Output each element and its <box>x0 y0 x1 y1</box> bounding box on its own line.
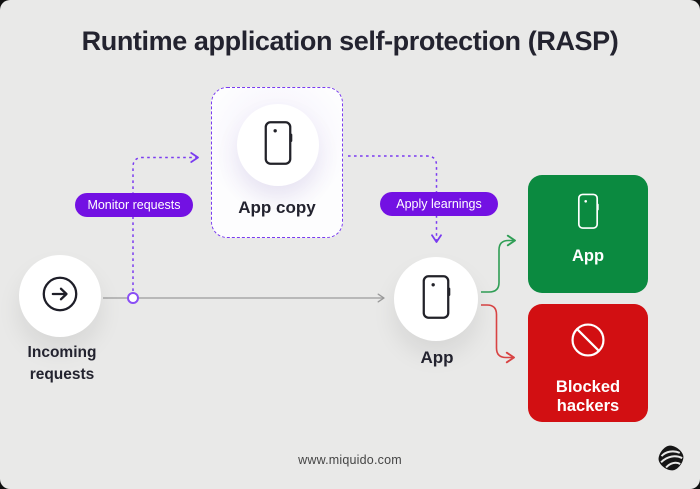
apply-learnings-badge: Apply learnings <box>380 192 498 216</box>
app-node-label: App <box>420 348 454 367</box>
protected-app-label: App <box>571 247 605 265</box>
app-node <box>394 257 478 341</box>
blocked-hackers-label: Blocked hackers <box>555 378 621 416</box>
phone-icon <box>420 273 452 326</box>
junction-marker <box>127 292 139 304</box>
app-copy-label: App copy <box>238 198 316 217</box>
flow-line-allowed <box>481 234 516 293</box>
footer-url: www.miquido.com <box>298 453 402 467</box>
incoming-requests-label: Incoming requests <box>27 344 97 383</box>
flow-line-blocked <box>481 304 515 364</box>
page-title: Runtime application self-protection (RAS… <box>81 26 619 56</box>
flow-line-apply <box>348 155 442 243</box>
protected-app-box: App <box>528 175 648 293</box>
blocked-hackers-box: Blocked hackers <box>528 304 648 422</box>
app-copy-circle <box>237 104 319 186</box>
prohibited-icon <box>528 320 648 360</box>
flow-line-monitor <box>132 152 199 291</box>
miquido-logo-icon <box>657 444 685 472</box>
monitor-requests-badge: Monitor requests <box>75 193 193 217</box>
arrow-right-circle-icon <box>39 273 81 320</box>
phone-icon <box>528 191 648 233</box>
phone-icon <box>262 119 294 172</box>
app-copy-box: App copy <box>211 87 343 238</box>
incoming-requests-node <box>19 255 101 337</box>
